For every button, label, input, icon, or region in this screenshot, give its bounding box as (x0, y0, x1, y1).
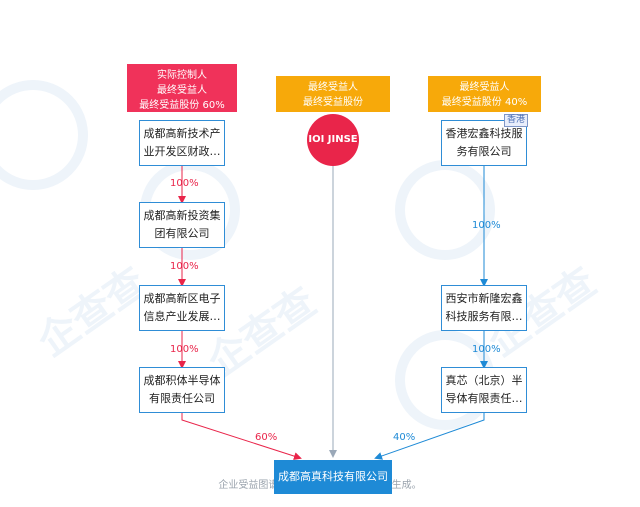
node-person[interactable]: IOI JINSE (307, 114, 359, 166)
node-right-1[interactable]: 香港宏鑫科技服 务有限公司 (441, 120, 527, 166)
region-badge-hk: 香港 (504, 114, 529, 127)
node-left-4-line-1: 成都积体半导体 (143, 374, 221, 387)
edge-right-to-target (374, 413, 485, 460)
node-right-1-line-1: 香港宏鑫科技服 (445, 127, 523, 140)
label-middle: 最终受益人 最终受益股份 (276, 76, 390, 112)
node-target[interactable]: 成都高真科技有限公司 (274, 460, 392, 494)
pct-right-to-target: 40% (393, 432, 416, 443)
node-left-2-line-1: 成都高新投资集 (143, 209, 221, 222)
pct-left-3-4: 100% (170, 344, 199, 355)
label-left: 实际控制人 最终受益人 最终受益股份 60% (127, 64, 237, 112)
label-middle-line-1: 最终受益人 (308, 82, 358, 93)
node-left-4-line-2: 有限责任公司 (149, 392, 215, 405)
label-middle-line-2: 最终受益股份 (303, 97, 363, 108)
node-left-3-line-1: 成都高新区电子 (143, 292, 221, 305)
node-left-3[interactable]: 成都高新区电子 信息产业发展… (139, 285, 225, 331)
node-right-2-line-2: 科技服务有限… (445, 310, 523, 323)
pct-left-1-2: 100% (170, 178, 199, 189)
node-left-1-line-2: 业开发区财政… (143, 145, 221, 158)
pct-right-1-2: 100% (472, 220, 501, 231)
node-person-name: IOI JINSE (308, 134, 358, 145)
label-left-line-3: 最终受益股份 60% (139, 100, 225, 111)
pct-left-to-target: 60% (255, 432, 278, 443)
node-right-3[interactable]: 真芯（北京）半 导体有限责任… (441, 367, 527, 413)
label-right: 最终受益人 最终受益股份 40% (428, 76, 541, 112)
label-left-line-2: 最终受益人 (157, 85, 207, 96)
node-left-2-line-2: 团有限公司 (154, 227, 210, 240)
pct-right-2-3: 100% (472, 344, 501, 355)
node-left-2[interactable]: 成都高新投资集 团有限公司 (139, 202, 225, 248)
node-right-3-line-2: 导体有限责任… (445, 392, 523, 405)
node-left-1[interactable]: 成都高新技术产 业开发区财政… (139, 120, 225, 166)
node-left-3-line-2: 信息产业发展… (143, 310, 221, 323)
node-right-1-line-2: 务有限公司 (456, 145, 512, 158)
node-right-2-line-1: 西安市新隆宏鑫 (445, 292, 523, 305)
pct-left-2-3: 100% (170, 261, 199, 272)
node-right-3-line-1: 真芯（北京）半 (445, 374, 523, 387)
label-right-line-2: 最终受益股份 40% (441, 97, 528, 108)
label-left-line-1: 实际控制人 (157, 70, 207, 81)
label-right-line-1: 最终受益人 (459, 82, 510, 93)
edge-left-to-target (181, 413, 302, 460)
node-right-2[interactable]: 西安市新隆宏鑫 科技服务有限… (441, 285, 527, 331)
node-left-4[interactable]: 成都积体半导体 有限责任公司 (139, 367, 225, 413)
node-left-1-line-1: 成都高新技术产 (143, 127, 221, 140)
